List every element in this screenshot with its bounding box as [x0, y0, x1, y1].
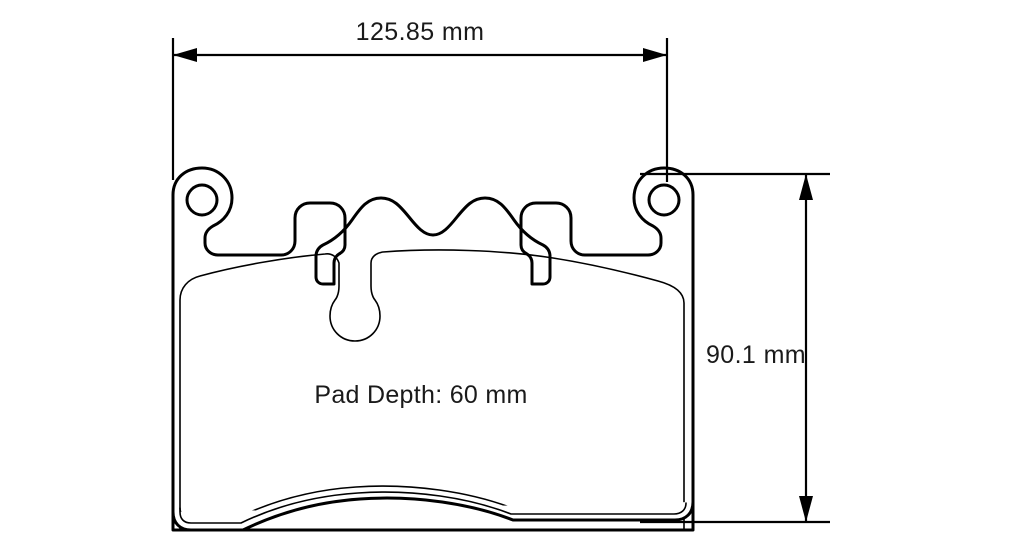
height-dimension-group: 90.1 mm — [640, 172, 830, 524]
plate-bottom-edge-group — [171, 491, 695, 532]
friction-material-outline — [179, 249, 685, 531]
backing-plate-outline — [171, 166, 695, 532]
left-mounting-hole — [185, 183, 219, 217]
plate-bottom-edge-inner — [179, 491, 687, 524]
width-dimension-group: 125.85 mm — [171, 18, 669, 182]
pad-depth-label: Pad Depth: 60 mm — [314, 381, 527, 409]
height-top-arrowhead — [799, 174, 813, 200]
right-mounting-hole — [647, 183, 681, 217]
plate-bottom-edge-outer — [171, 496, 695, 532]
height-bottom-arrowhead — [799, 496, 813, 522]
width-left-arrowhead — [173, 48, 197, 62]
backing-plate-group — [171, 166, 695, 532]
width-dimension-label: 125.85 mm — [356, 18, 485, 46]
height-dimension-label: 90.1 mm — [706, 341, 806, 369]
width-right-arrowhead — [643, 48, 667, 62]
